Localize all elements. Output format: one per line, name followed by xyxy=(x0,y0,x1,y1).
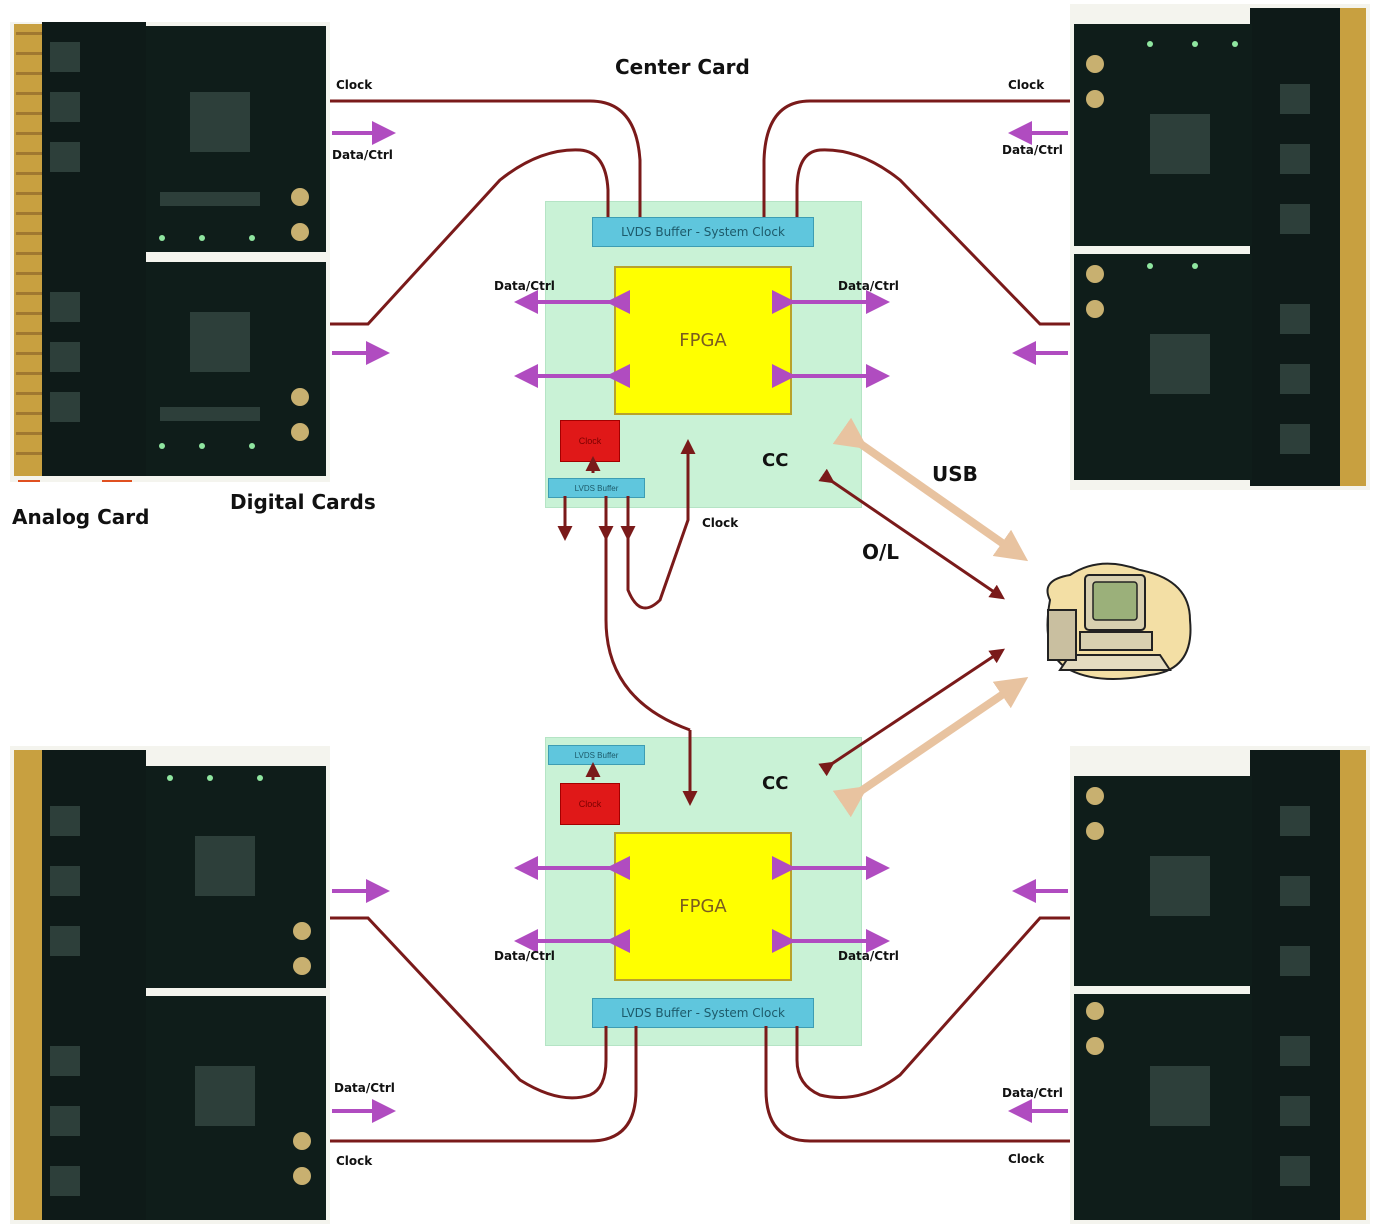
usb-label: USB xyxy=(932,462,978,486)
data-ctrl-label-tl: Data/Ctrl xyxy=(332,148,393,162)
clock-label-br: Clock xyxy=(1008,1152,1044,1166)
clock-wire-br xyxy=(766,1026,1070,1141)
inter-card-wire xyxy=(606,496,690,730)
cc-label-bottom: CC xyxy=(762,773,788,794)
digital-cards-label: Digital Cards xyxy=(230,490,376,514)
data-ctrl-label-bottom-right: Data/Ctrl xyxy=(838,949,899,963)
ol-label: O/L xyxy=(862,540,899,564)
clock-label-tl: Clock xyxy=(336,78,372,92)
page-title: Center Card xyxy=(615,55,750,79)
clock-wire-bl2 xyxy=(330,918,606,1098)
clock-wire-tr2 xyxy=(797,150,1070,324)
inter-card-wire-2 xyxy=(628,445,688,608)
analog-card-label: Analog Card xyxy=(12,505,149,529)
data-ctrl-label-top-right: Data/Ctrl xyxy=(838,279,899,293)
clock-wire-tl2 xyxy=(330,150,608,324)
cc-label-top: CC xyxy=(762,450,788,471)
usb-arrow-top xyxy=(855,440,1015,552)
data-ctrl-label-bottom-left: Data/Ctrl xyxy=(494,949,555,963)
usb-arrow-bottom xyxy=(855,686,1015,795)
data-ctrl-label-tr: Data/Ctrl xyxy=(1002,143,1063,157)
data-ctrl-label-top-left: Data/Ctrl xyxy=(494,279,555,293)
clock-label-bl: Clock xyxy=(336,1154,372,1168)
computer-icon xyxy=(1048,564,1191,679)
data-ctrl-label-bl: Data/Ctrl xyxy=(334,1081,395,1095)
clock-label-inner: Clock xyxy=(702,516,738,530)
ol-line-bottom xyxy=(830,652,1000,765)
ol-line-top xyxy=(830,480,1000,596)
data-ctrl-label-br: Data/Ctrl xyxy=(1002,1086,1063,1100)
clock-wire-br2 xyxy=(797,918,1070,1098)
clock-label-tr: Clock xyxy=(1008,78,1044,92)
